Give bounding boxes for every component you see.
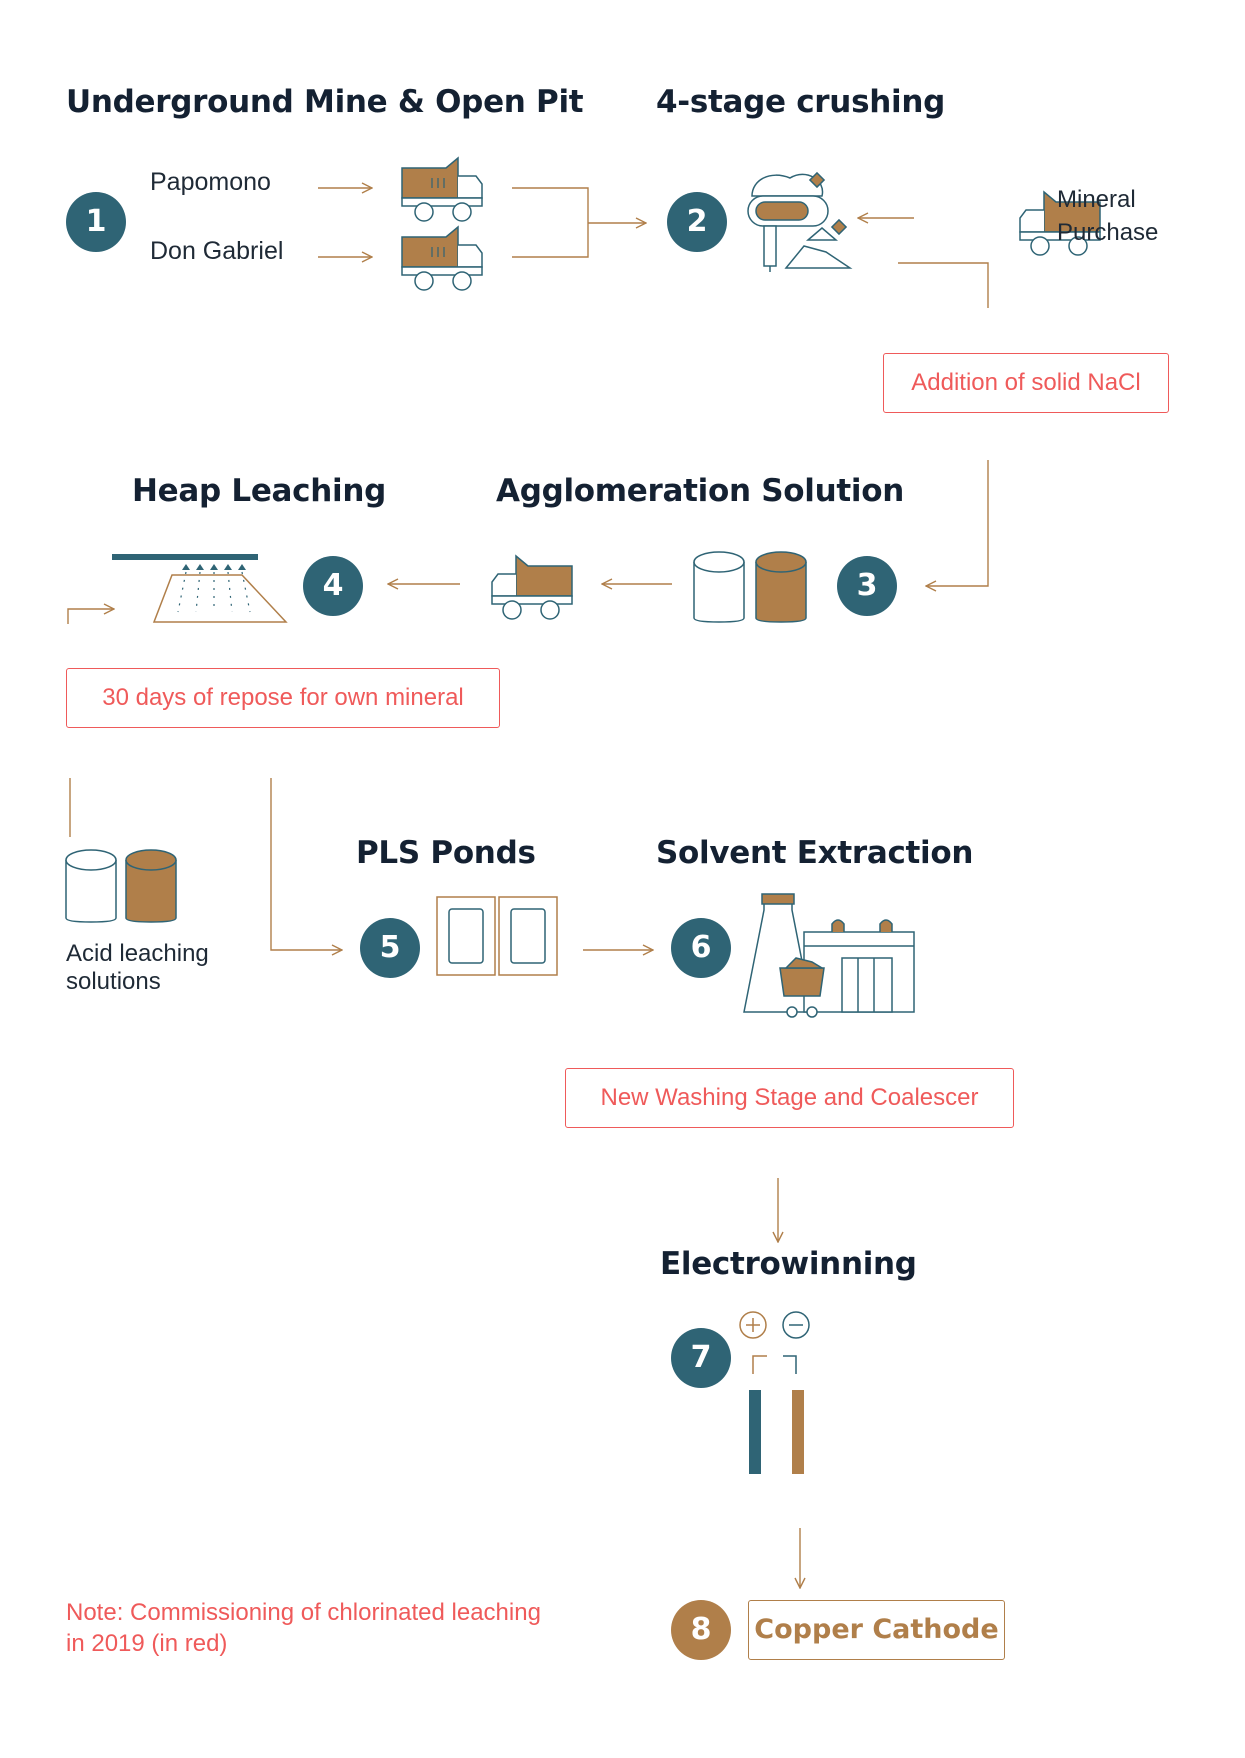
output-copper-cathode: Copper Cathode [748,1600,1005,1660]
label-papomono: Papomono [150,168,271,196]
note-box-nacl: Addition of solid NaCl [883,353,1169,413]
step-badge-7: 7 [671,1328,731,1388]
truck-icon-agglomeration [491,554,573,620]
connector-nacl-to-3 [926,460,989,586]
tank-icons-agglomeration [693,551,807,623]
merge-connector [512,187,589,258]
step-badge-2: 2 [667,192,727,252]
pls-ponds-icon [436,896,558,976]
truck-icon-don-gabriel [401,225,483,291]
title-mine: Underground Mine & Open Pit [66,84,584,120]
note-box-washing: New Washing Stage and Coalescer [565,1068,1014,1128]
title-pls-ponds: PLS Ponds [356,835,536,871]
connector-heap-to-5 [270,778,342,950]
step-badge-5: 5 [360,918,420,978]
footnote: Note: Commissioning of chlorinated leach… [66,1599,541,1657]
step-badge-1: 1 [66,192,126,252]
title-solvent-extraction: Solvent Extraction [656,835,974,871]
arrow-recycle-heap [67,609,114,624]
electrowinning-icon [739,1311,810,1474]
step-badge-8: 8 [671,1600,731,1660]
crusher-icon [747,171,853,272]
title-heap-leaching: Heap Leaching [132,473,386,509]
truck-icon-papomono [401,156,483,222]
solvent-plant-icon [743,893,915,1018]
step-badge-6: 6 [671,918,731,978]
label-mineral-purchase: Mineral Purchase [1057,186,1159,246]
tank-icons-acid [65,849,177,923]
heap-sprinkler-icon [112,554,288,623]
label-don-gabriel: Don Gabriel [150,237,284,265]
title-crushing: 4-stage crushing [656,84,945,120]
title-electrowinning: Electrowinning [660,1246,917,1282]
connector-to-nacl [898,262,989,308]
step-badge-4: 4 [303,556,363,616]
title-agglomeration: Agglomeration Solution [496,473,904,509]
step-badge-3: 3 [837,556,897,616]
label-acid-leaching: Acid leaching solutions [66,940,209,995]
note-box-repose: 30 days of repose for own mineral [66,668,500,728]
truck-icon-purchase [1019,190,1101,256]
